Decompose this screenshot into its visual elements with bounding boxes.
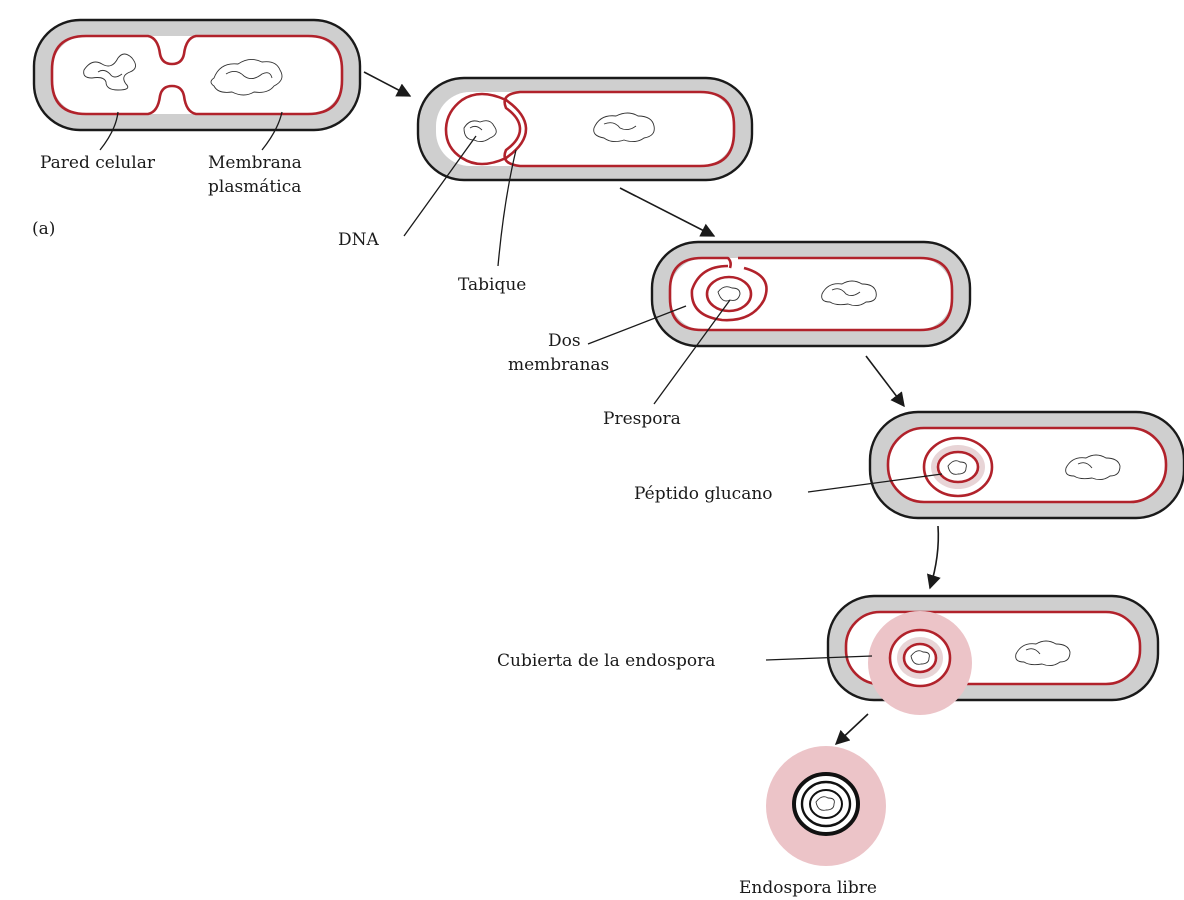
- stage-1-cell: [34, 20, 360, 130]
- label-membrana-line1: Membrana: [208, 153, 302, 173]
- stage-3-cell: [652, 242, 970, 346]
- arrow-stage-5-to-free: [836, 714, 868, 744]
- label-dna: DNA: [338, 230, 380, 250]
- stage-2-cell: [418, 78, 752, 180]
- label-tabique: Tabique: [458, 275, 526, 295]
- label-dos-membranas-line2: membranas: [508, 355, 609, 375]
- label-endospora-libre: Endospora libre: [739, 878, 877, 898]
- arrow-stage-1-to-2: [364, 72, 410, 96]
- label-prespora: Prespora: [603, 409, 681, 429]
- label-membrana-line2: plasmática: [208, 177, 301, 197]
- stage-4-cell: [870, 412, 1184, 518]
- label-cubierta: Cubierta de la endospora: [497, 651, 715, 671]
- arrow-stage-2-to-3: [620, 188, 714, 236]
- label-dos-membranas-line1: Dos: [548, 331, 581, 351]
- spore-inner-membrane-stage-5: [904, 644, 936, 672]
- panel-label: (a): [32, 219, 55, 239]
- label-peptido-glucano: Péptido glucano: [634, 484, 773, 504]
- arrow-stage-4-to-5: [930, 526, 938, 588]
- label-pared-celular: Pared celular: [40, 153, 156, 173]
- free-endospore: [766, 746, 886, 866]
- forespore-inner-membrane-stage-4: [938, 452, 978, 482]
- stage-5-cell: [828, 596, 1158, 715]
- arrow-stage-3-to-4: [866, 356, 904, 406]
